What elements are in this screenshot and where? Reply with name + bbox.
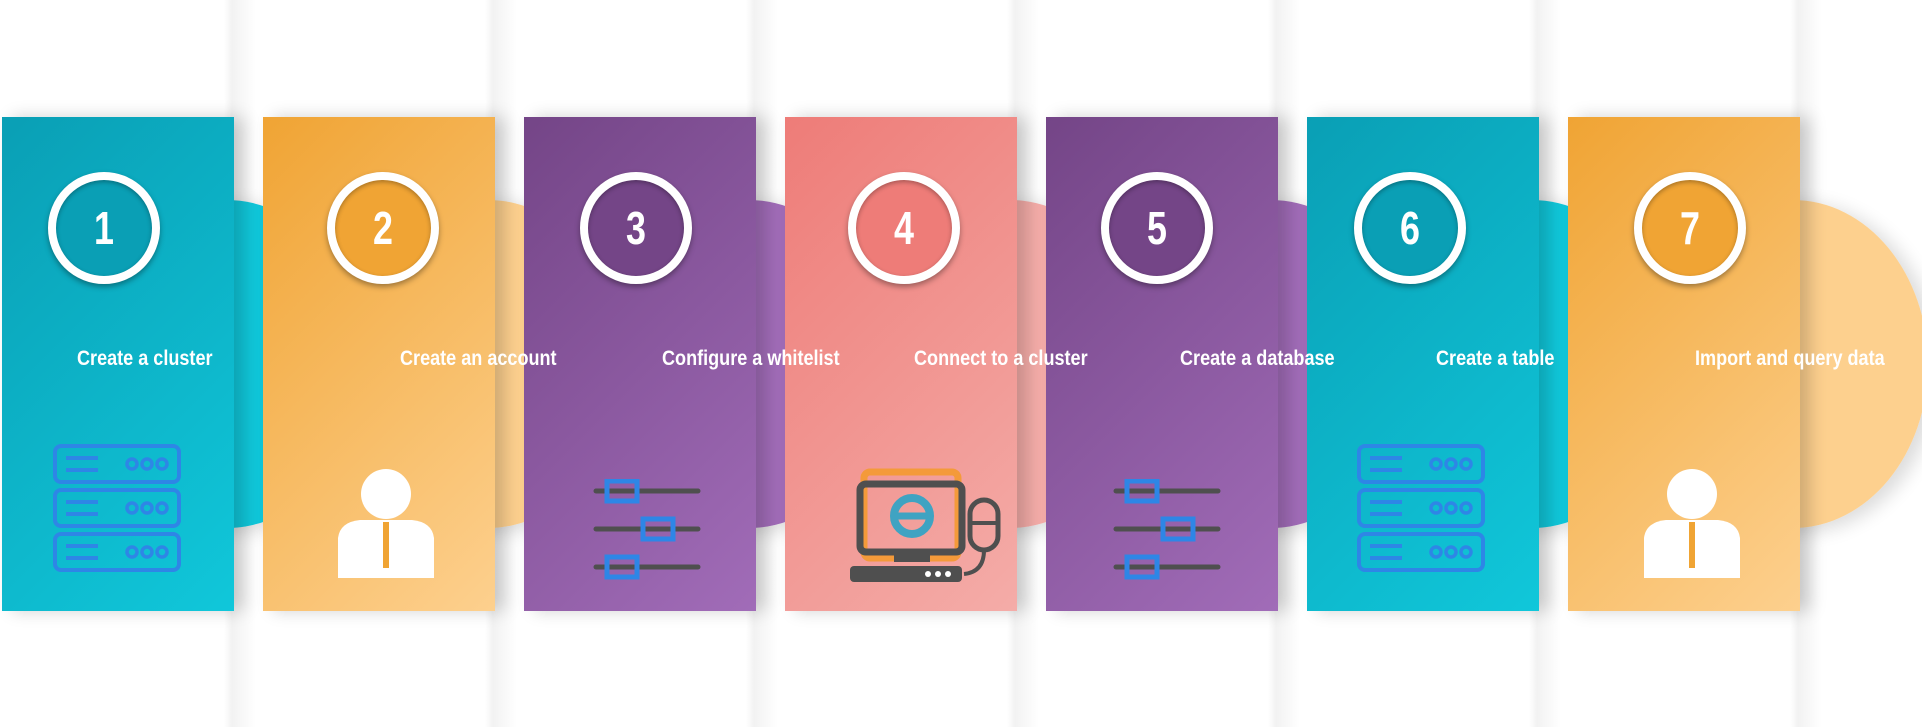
step-number-badge: 4 [848, 172, 960, 284]
sliders-icon [1112, 478, 1222, 588]
step-number: 5 [1147, 202, 1167, 254]
step-number: 2 [373, 202, 393, 254]
step-number-badge: 7 [1634, 172, 1746, 284]
computer-connection-icon [846, 468, 1002, 593]
step-number-badge: 3 [580, 172, 692, 284]
step-label: Connect to a cluster [914, 347, 1088, 370]
step-number: 4 [894, 202, 914, 254]
step-label: Create a cluster [77, 347, 213, 370]
step-number-badge: 5 [1101, 172, 1213, 284]
step-number-badge: 6 [1354, 172, 1466, 284]
sliders-icon [592, 478, 702, 588]
step-number-badge: 1 [48, 172, 160, 284]
step-label: Configure a whitelist [662, 347, 840, 370]
step-number: 3 [626, 202, 646, 254]
step-number: 1 [94, 202, 114, 254]
step-number: 6 [1400, 202, 1420, 254]
step-label: Create an account [400, 347, 557, 370]
user-icon [1642, 468, 1742, 583]
step-label: Import and query data [1695, 347, 1885, 370]
step-label: Create a table [1436, 347, 1555, 370]
step-number-badge: 2 [327, 172, 439, 284]
server-rack-icon [1356, 442, 1488, 579]
step-label: Create a database [1180, 347, 1335, 370]
user-icon [336, 468, 436, 583]
server-rack-icon [52, 442, 184, 579]
step-number: 7 [1680, 202, 1700, 254]
